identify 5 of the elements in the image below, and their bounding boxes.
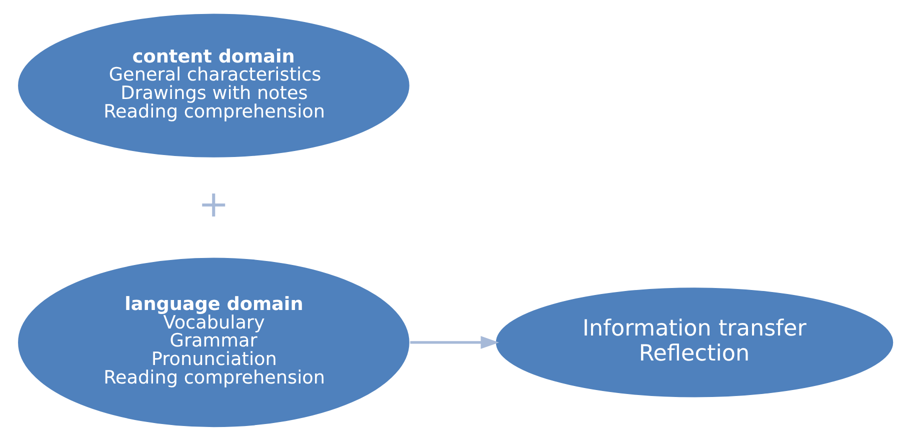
arrow	[410, 336, 499, 349]
label: +	[198, 182, 229, 226]
node-ellipse: language domain Vocabulary Grammar Pronunciation Reading comprehension	[16, 256, 410, 428]
node-ellipse: content domain General characteristics Drawings with notes Reading comprehension	[16, 12, 410, 159]
node-ellipse: Information transfer Reflection	[494, 286, 894, 399]
